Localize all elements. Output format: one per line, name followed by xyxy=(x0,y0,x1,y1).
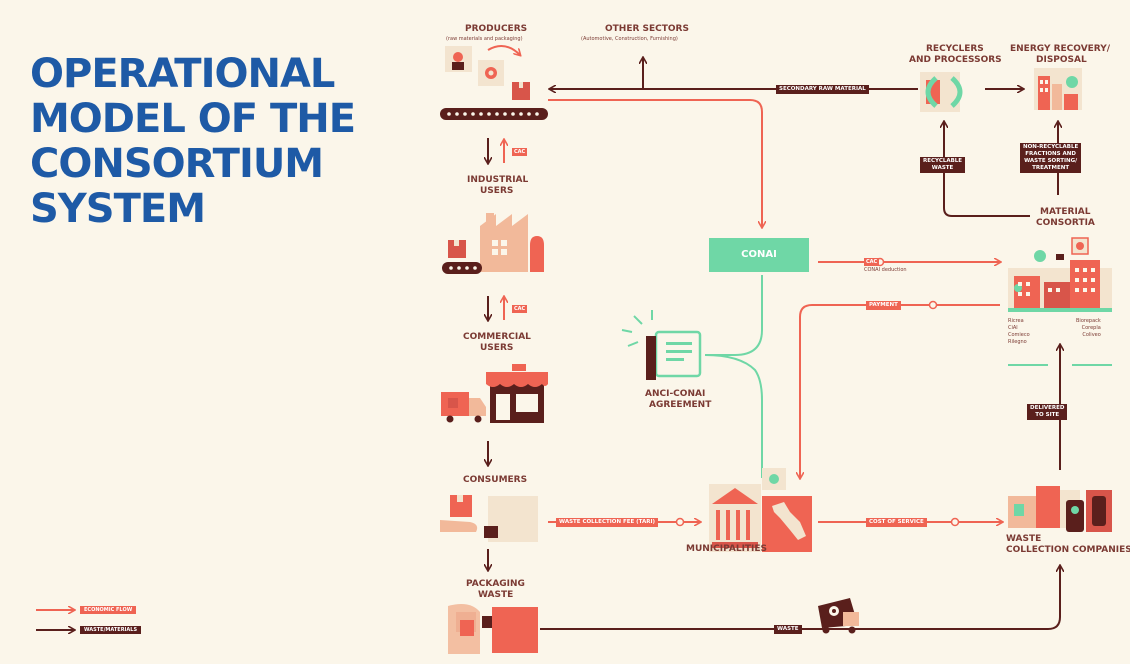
legend-lines xyxy=(36,610,74,630)
legend-economic-flow: ECONOMIC FLOW xyxy=(80,606,137,614)
other-sectors-sublabel: (Automotive, Construction, Furnishing) xyxy=(581,36,678,42)
member-biorepack: Biorepack xyxy=(1076,318,1101,324)
waste-tag: WASTE xyxy=(774,625,802,634)
packaging-waste-icon xyxy=(448,604,538,654)
non-recyclable-tag-line-4: TREATMENT xyxy=(1032,165,1070,171)
cac-badge-2: CAC xyxy=(512,305,528,313)
factory-icon xyxy=(442,213,544,274)
industrial-label-2: USERS xyxy=(480,186,514,196)
consortia-city-icon xyxy=(1008,237,1112,366)
recyclable-waste-tag-line-2: WASTE xyxy=(931,165,954,171)
delivered-to-site-tag: DELIVERED TO SITE xyxy=(1027,404,1068,420)
waste-truck-icon xyxy=(818,598,859,634)
commercial-label-2: USERS xyxy=(480,343,514,353)
member-comieco: Comieco xyxy=(1008,332,1030,338)
delivered-tag-line-1: DELIVERED xyxy=(1030,405,1065,411)
cac-badge-3: CAC xyxy=(864,258,880,266)
industrial-label-1: INDUSTRIAL xyxy=(467,175,529,185)
packaging-to-companies-line xyxy=(540,566,1060,630)
producers-to-conai-line xyxy=(548,99,762,227)
recyclable-waste-tag: RECYCLABLE WASTE xyxy=(920,157,966,173)
material-consortia-label-2: CONSORTIA xyxy=(1036,218,1095,228)
consumer-hand-icon xyxy=(440,495,538,542)
packaging-label-1: PACKAGING xyxy=(466,579,525,589)
waste-companies-label-1: WASTE xyxy=(1006,534,1042,544)
non-recyclable-tag-line-1: NON-RECYCLABLE xyxy=(1023,144,1079,150)
payment-line xyxy=(800,304,1000,478)
municipality-building-icon xyxy=(709,468,812,552)
municipalities-label: MUNICIPALITIES xyxy=(686,544,768,554)
conai-box: CONAI xyxy=(709,238,809,272)
member-rilegno: Rilegno xyxy=(1008,339,1027,345)
title-line-3: CONSORTIUM xyxy=(30,141,324,187)
waste-bins-icon xyxy=(1008,486,1112,532)
delivered-tag-line-2: TO SITE xyxy=(1035,412,1060,418)
cost-of-service-tag: COST OF SERVICE xyxy=(866,518,927,527)
energy-plant-icon xyxy=(1034,68,1082,110)
commercial-label-1: COMMERCIAL xyxy=(463,332,531,342)
member-ricrea: Ricrea xyxy=(1008,318,1024,324)
recycle-icon xyxy=(920,72,963,112)
member-corepla: Corepla xyxy=(1081,325,1101,331)
shop-icon xyxy=(441,364,548,423)
agreement-lines xyxy=(704,275,763,478)
non-recyclable-tag-line-2: FRACTIONS AND xyxy=(1025,151,1076,157)
payment-tag: PAYMENT xyxy=(866,301,901,310)
recyclers-label-1: RECYCLERS xyxy=(926,44,984,54)
non-recyclable-tag-line-3: WASTE SORTING/ xyxy=(1024,158,1078,164)
anci-label-2: AGREEMENT xyxy=(649,400,712,410)
member-coliveo: Coliveo xyxy=(1082,332,1101,338)
consortia-members-right: Biorepack Corepla Coliveo xyxy=(1076,318,1101,339)
waste-companies-label-2: COLLECTION COMPANIES xyxy=(1006,545,1130,555)
title-line-2: MODEL OF THE xyxy=(30,96,356,142)
recyclable-waste-tag-line-1: RECYCLABLE xyxy=(923,158,963,164)
packaging-label-2: WASTE xyxy=(478,590,514,600)
material-consortia-label-1: MATERIAL xyxy=(1040,207,1091,217)
producers-icon xyxy=(440,45,548,120)
waste-collection-fee-tag: WASTE COLLECTION FEE (TARI) xyxy=(556,518,659,527)
recyclable-waste-line xyxy=(944,122,1030,217)
producers-sublabel: (raw materials and packaging) xyxy=(446,36,523,42)
recyclers-label-2: AND PROCESSORS xyxy=(909,55,1002,65)
energy-label-2: DISPOSAL xyxy=(1036,55,1087,65)
conai-deduction-label: CONAI deduction xyxy=(864,267,907,273)
energy-label-1: ENERGY RECOVERY/ xyxy=(1010,44,1111,54)
secondary-raw-material-tag: SECONDARY RAW MATERIAL xyxy=(776,85,869,94)
title-line-1: OPERATIONAL xyxy=(30,51,335,97)
anci-label-1: ANCI-CONAI xyxy=(645,389,706,399)
agreement-document-icon xyxy=(621,310,702,380)
member-cial: CiAl xyxy=(1008,325,1018,331)
producers-label: PRODUCERS xyxy=(465,24,528,34)
page-title: OPERATIONAL MODEL OF THE CONSORTIUM SYST… xyxy=(30,52,390,232)
non-recyclable-tag: NON-RECYCLABLE FRACTIONS AND WASTE SORTI… xyxy=(1020,143,1082,173)
legend-waste-materials: WASTE/MATERIALS xyxy=(80,626,142,634)
consortia-members-left: Ricrea CiAl Comieco Rilegno xyxy=(1008,318,1030,346)
consumers-label: CONSUMERS xyxy=(463,475,528,485)
cac-badge-1: CAC xyxy=(512,148,528,156)
other-sectors-label: OTHER SECTORS xyxy=(605,24,689,34)
title-line-4: SYSTEM xyxy=(30,186,206,232)
